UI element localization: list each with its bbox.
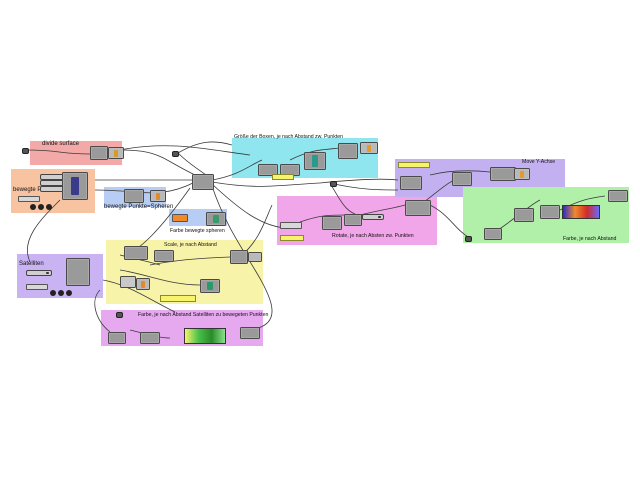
component-sat-remap[interactable] [140,332,160,344]
component-rotate-1[interactable] [322,216,342,230]
component-closest-points[interactable] [192,174,214,190]
gradient-satelliten[interactable] [184,328,226,344]
group-label-satelliten: Satelliten [19,261,44,267]
timer-sat[interactable] [26,284,48,290]
component-scale-remap[interactable] [154,250,174,262]
group-label-bewegte-punkte: bewegte Punkte [13,187,57,193]
group-label-farbe-bewegte-spheren: Farbe bewegte spheren [170,228,225,234]
component-move-y-1[interactable] [400,176,422,190]
component-bounds[interactable] [514,208,534,222]
slider-sat-1[interactable] [26,270,52,276]
component-sphere[interactable] [124,189,144,203]
component-distance-2[interactable] [484,228,502,240]
component-box-1[interactable] [304,152,326,170]
timer-param[interactable] [18,196,40,202]
component-scale-color[interactable] [136,278,150,290]
component-move-points[interactable] [62,172,88,200]
group-label-bewegte-punkte-spheren: bewegte Punkte=Spheren [104,204,174,210]
toggle-stop[interactable] [38,204,44,210]
component-satelliten[interactable] [66,258,90,286]
group-label-move-y: Move Y-Achse [522,159,556,165]
component-preview-boxes[interactable] [360,142,378,154]
group-label-farbe-abstand: Farbe, je nach Abstand [563,236,617,242]
component-move-y-2[interactable] [452,172,472,186]
colour-swatch[interactable] [172,214,188,222]
param-surface[interactable] [22,148,29,154]
group-label-groesse-boxen: Größe der Boxen, je nach Abstand zw. Pun… [234,134,344,140]
component-box-2[interactable] [338,143,358,159]
component-scale-distance[interactable] [124,246,148,260]
group-label-divide-surface: divide surface [42,141,80,147]
toggle-sat-stop[interactable] [58,290,64,296]
slider-rotate[interactable] [362,214,384,220]
param-relay-4[interactable] [116,312,123,318]
component-list[interactable] [108,147,124,159]
component-move-y-3[interactable] [490,167,516,181]
component-remap-2[interactable] [540,205,560,219]
param-rotate-input[interactable] [280,222,302,229]
group-label-rotate: Rotate, je nach Absten zw. Punkten [332,233,414,239]
component-scale-preview[interactable] [248,252,262,262]
component-preview-color[interactable] [608,190,628,202]
group-label-farbe-satelliten: Farbe, je nach Abstand Satelliten zu bew… [138,312,269,318]
toggle-play[interactable] [30,204,36,210]
toggle-reset[interactable] [46,204,52,210]
component-preview-spheres[interactable] [206,212,226,226]
param-relay-2[interactable] [330,181,337,187]
gradient-abstand[interactable] [562,205,600,219]
component-divide-surface[interactable] [90,146,108,160]
component-sat-preview[interactable] [240,327,260,339]
component-sat-distance[interactable] [108,332,126,344]
component-scale-out[interactable] [200,279,220,293]
component-scale-sphere[interactable] [120,276,136,288]
toggle-sat-play[interactable] [50,290,56,296]
param-relay-3[interactable] [465,236,472,242]
component-move-preview[interactable] [514,168,530,180]
component-custom-preview-1[interactable] [150,190,166,202]
component-scale[interactable] [230,250,248,264]
component-rotate-2[interactable] [344,214,362,226]
panel-box-size[interactable] [272,174,294,180]
toggle-sat-reset[interactable] [66,290,72,296]
panel-rotate[interactable] [280,235,304,241]
panel-move-y[interactable] [398,162,430,168]
component-distance-1[interactable] [258,164,278,176]
param-relay-1[interactable] [172,151,179,157]
panel-scale[interactable] [160,295,196,302]
group-label-scale: Scale, je nach Abstand [164,242,217,248]
component-rotate-out[interactable] [405,200,431,216]
